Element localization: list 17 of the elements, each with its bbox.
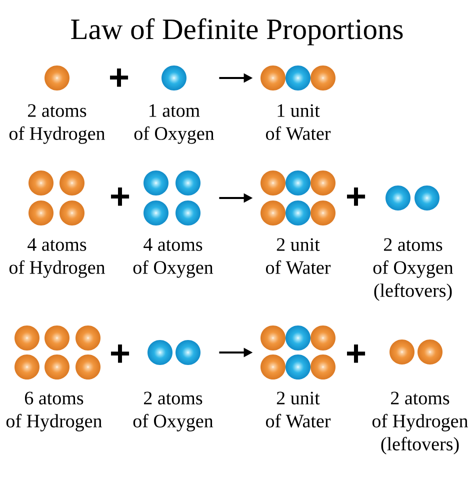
title: Law of Definite Proportions: [71, 18, 403, 46]
plus-sign: +: [111, 344, 130, 363]
node-label: 2 atoms of Hydrogen: [9, 104, 105, 144]
node-label: 1 unit of Water: [266, 104, 331, 140]
node-label: 6 atoms of Hydrogen: [6, 392, 102, 432]
node-label: 2 atoms of Hydrogen (leftovers): [372, 392, 468, 454]
node-label: 1 atom of Oxygen: [134, 104, 214, 144]
node-label: 2 unit of Water: [266, 392, 331, 428]
node-label: 2 atoms of Oxygen (leftovers): [373, 238, 454, 301]
plus-sign: +: [347, 344, 366, 363]
node-label: 4 atoms of Oxygen: [133, 238, 214, 278]
node-label: 2 atoms of Oxygen: [133, 392, 214, 432]
node-label: 2 unit of Water: [266, 238, 331, 274]
plus-sign: +: [347, 187, 366, 206]
node-label: 4 atoms of Hydrogen: [9, 238, 105, 278]
plus-sign: +: [110, 68, 128, 87]
plus-sign: +: [111, 187, 130, 206]
